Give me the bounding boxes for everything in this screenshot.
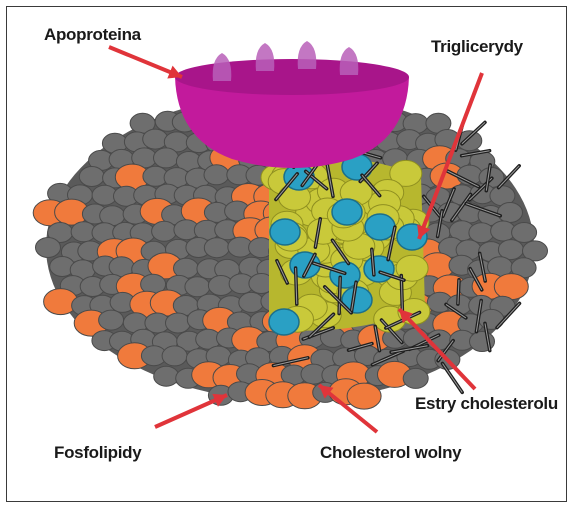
phospholipid-head [143,129,168,149]
cholesterol-ester-molecule [365,214,395,240]
diagram-frame: Apoproteina Triglicerydy Estry cholester… [6,6,567,502]
phospholipid-head [239,292,264,312]
phospholipid-head [498,203,523,223]
apoprotein-knob [213,53,232,81]
phospholipid-head [36,238,61,258]
phospholipid-head [403,368,428,388]
cholesterol-esters-label: Estry cholesterolu [415,394,558,414]
free-cholesterol-molecule [494,274,528,300]
free-cholesterol-label: Cholesterol wolny [320,443,461,463]
cholesterol-ester-molecule [270,219,300,245]
triglycerides-label: Triglicerydy [431,37,523,57]
cholesterol-ester-molecule [269,309,299,335]
apoprotein-knob [256,43,275,71]
phospholipid-head [469,223,494,243]
apoprotein-label: Apoproteina [44,25,141,45]
phospholipid-head [99,310,124,330]
phospholipid-head [79,167,104,187]
apoprotein-knob [340,47,359,75]
phospholipid-head [204,238,229,258]
phospholipid-head [152,221,177,241]
phospholipid-head [185,277,210,297]
apoprotein-rim [175,59,409,95]
phospholipid-head [154,148,179,168]
phospholipid-head [204,165,229,185]
phospholipid-head [162,346,187,366]
phospholipid-head [512,223,537,243]
free-cholesterol-molecule [347,383,381,409]
phospholipid-head [166,313,191,333]
apoprotein-knob [298,41,317,69]
lipoprotein-illustration [7,7,566,501]
phospholipid-head [154,366,179,386]
cholesterol-ester-molecule [332,199,362,225]
phospholipids-label: Fosfolipidy [54,443,141,463]
